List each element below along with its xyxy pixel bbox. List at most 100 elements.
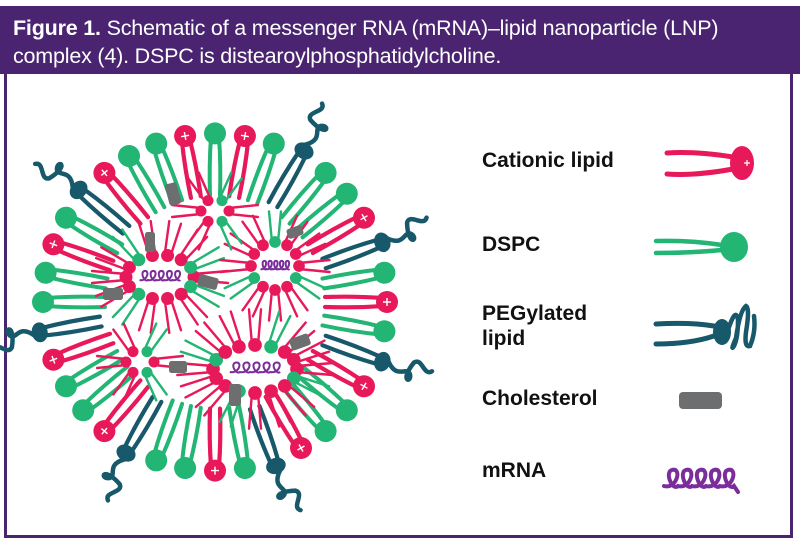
cationic-head bbox=[174, 253, 188, 267]
dspc-tail bbox=[190, 282, 226, 298]
cationic-head bbox=[161, 249, 175, 263]
cationic-tail bbox=[207, 406, 214, 469]
peg-tail bbox=[122, 394, 155, 450]
dspc-head bbox=[204, 122, 226, 145]
mrna-strand bbox=[229, 361, 281, 374]
cationic-head bbox=[120, 356, 132, 368]
cationic-lipid bbox=[227, 125, 256, 201]
dspc-head bbox=[286, 371, 301, 386]
cationic-lipid bbox=[174, 125, 203, 201]
dspc-tail bbox=[184, 339, 219, 359]
dspc-lipid bbox=[32, 291, 107, 313]
dspc-tail bbox=[229, 279, 257, 300]
cationic-head bbox=[127, 346, 139, 358]
cationic-tail bbox=[288, 284, 309, 312]
cationic-head bbox=[281, 280, 293, 293]
dspc-tail bbox=[291, 379, 326, 399]
cholesterol-molecule bbox=[164, 182, 182, 206]
dspc-head bbox=[145, 132, 168, 155]
dspc-tail bbox=[276, 210, 283, 244]
cationic-tail bbox=[122, 322, 137, 352]
cationic-tail bbox=[267, 391, 281, 428]
dspc-head bbox=[132, 253, 146, 267]
dspc-lipid bbox=[279, 161, 337, 226]
cationic-tail bbox=[112, 328, 132, 355]
peg-chain bbox=[0, 327, 37, 353]
cationic-tail bbox=[219, 267, 253, 274]
cationic-head bbox=[248, 386, 262, 400]
dspc-tail bbox=[111, 235, 138, 263]
cationic-tail bbox=[272, 388, 292, 424]
peg-lipid bbox=[266, 101, 329, 210]
cationic-head bbox=[195, 205, 207, 217]
dspc-head bbox=[141, 346, 153, 358]
dspc-head bbox=[233, 457, 256, 479]
dspc-head bbox=[209, 352, 224, 367]
peg-tail bbox=[275, 154, 308, 210]
peg-tail bbox=[129, 399, 164, 454]
dspc-tail bbox=[267, 310, 281, 347]
peg-tail bbox=[323, 333, 383, 359]
cationic-lipid bbox=[93, 378, 151, 443]
dspc-head bbox=[216, 215, 228, 227]
positive-charge-icon bbox=[49, 240, 58, 249]
cationic-head bbox=[248, 248, 261, 260]
cationic-tail bbox=[56, 341, 116, 365]
dspc-tail bbox=[190, 256, 226, 272]
cationic-tail bbox=[227, 203, 260, 210]
peg-chain bbox=[32, 161, 75, 190]
peg-tail bbox=[42, 324, 104, 338]
peg-lipid bbox=[32, 161, 132, 236]
cationic-head bbox=[281, 239, 293, 252]
dspc-head bbox=[55, 375, 77, 398]
peg-tail bbox=[82, 187, 132, 229]
mrna-strand bbox=[139, 270, 182, 282]
dspc-head bbox=[216, 195, 228, 207]
cationic-tail bbox=[152, 354, 185, 361]
cationic-head bbox=[286, 352, 301, 367]
dspc-tail bbox=[179, 350, 217, 364]
positive-charge-icon bbox=[211, 466, 219, 475]
positive-charge-icon bbox=[181, 131, 190, 141]
dspc-tail bbox=[148, 328, 168, 355]
cationic-tail bbox=[293, 232, 321, 253]
dspc-tail bbox=[267, 210, 274, 244]
dspc-tail bbox=[45, 304, 107, 310]
peg-chain bbox=[386, 359, 435, 382]
cationic-lipid-icon bbox=[664, 146, 754, 180]
cationic-tail bbox=[53, 331, 113, 357]
peg-lipid bbox=[101, 394, 164, 503]
cholesterol-molecule bbox=[286, 225, 304, 239]
cationic-head bbox=[145, 291, 159, 305]
cationic-tail bbox=[197, 221, 212, 251]
cationic-tail bbox=[227, 212, 260, 219]
cationic-tail bbox=[203, 321, 229, 352]
inverse-micelle bbox=[170, 171, 260, 251]
positive-charge-icon bbox=[383, 298, 391, 306]
cationic-head bbox=[264, 384, 278, 398]
dspc-tail bbox=[143, 372, 158, 402]
cationic-lipid bbox=[305, 206, 375, 256]
dspc-tail bbox=[148, 369, 168, 396]
cationic-tail bbox=[56, 239, 116, 263]
cationic-tail bbox=[216, 406, 223, 469]
cationic-head bbox=[248, 338, 262, 352]
cationic-tail bbox=[194, 382, 225, 409]
cationic-tail bbox=[297, 267, 331, 274]
dspc-lipid bbox=[320, 313, 396, 343]
cationic-tail bbox=[229, 310, 243, 347]
cationic-head bbox=[148, 356, 160, 368]
dspc-tail bbox=[293, 279, 321, 300]
cationic-tail bbox=[112, 369, 132, 396]
dspc-lipid bbox=[227, 404, 256, 479]
cationic-tail bbox=[256, 308, 263, 347]
dspc-tail bbox=[143, 322, 158, 352]
dspc-tail bbox=[272, 314, 292, 350]
cationic-tail bbox=[163, 219, 171, 257]
dspc-tail bbox=[223, 274, 254, 290]
cationic-head bbox=[289, 248, 302, 260]
cholesterol-molecule bbox=[145, 232, 155, 252]
cationic-tail bbox=[90, 269, 128, 276]
dspc-lipid bbox=[118, 145, 167, 215]
cationic-tail bbox=[170, 203, 203, 210]
